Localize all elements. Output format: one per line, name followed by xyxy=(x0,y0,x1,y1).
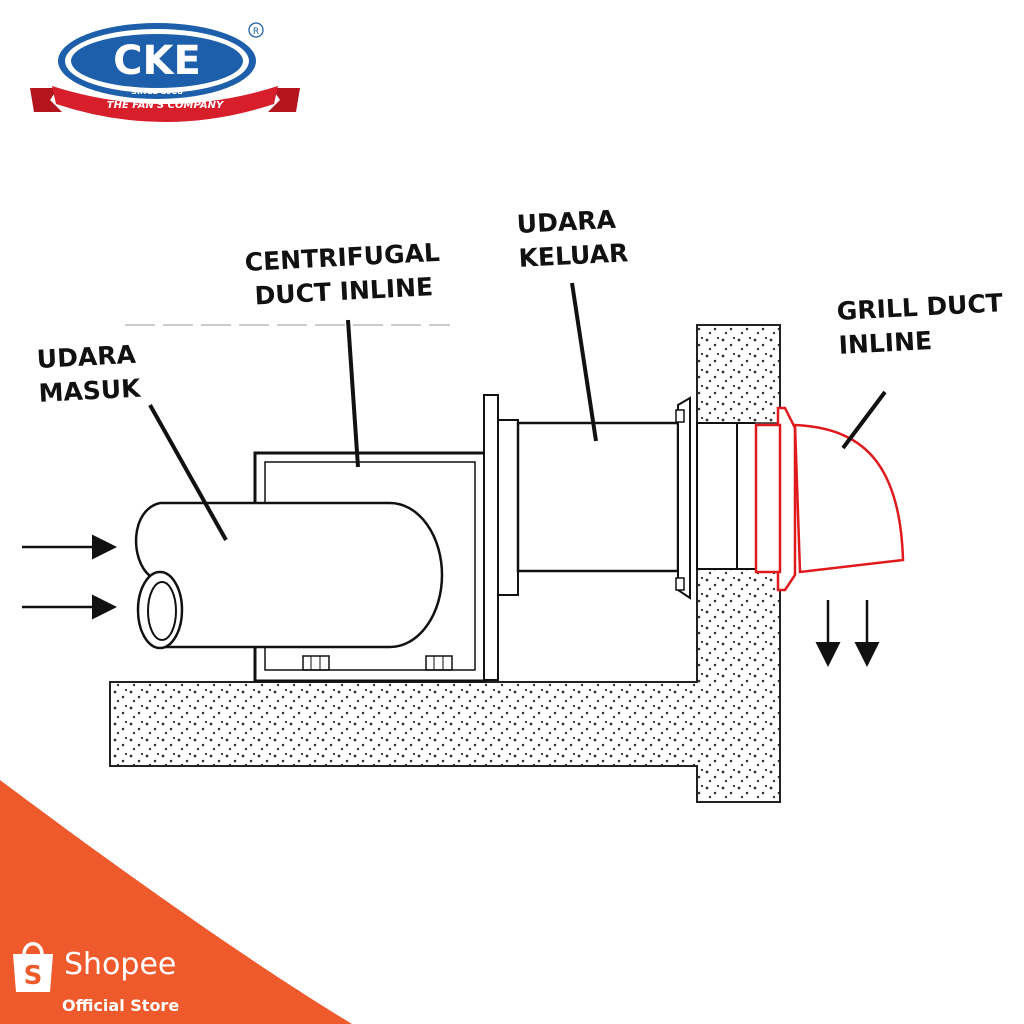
shopee-store-subtitle: Official Store xyxy=(62,996,180,1015)
label-udara-keluar-line2: KELUAR xyxy=(517,238,629,273)
outlet-duct xyxy=(516,396,755,600)
label-grill-duct-inline: GRILL DUCT INLINE xyxy=(836,286,1005,363)
label-udara-masuk-line2: MASUK xyxy=(37,373,142,408)
leader-grill xyxy=(841,390,887,450)
leader-outlet xyxy=(570,282,598,442)
label-udara-keluar: UDARA KELUAR xyxy=(516,202,629,276)
registered-mark: R xyxy=(253,27,259,37)
shopee-store-name: Shopee xyxy=(64,947,177,982)
svg-text:S: S xyxy=(24,961,43,991)
airflow-arrows xyxy=(22,534,880,667)
leader-intake xyxy=(148,404,228,541)
brand-tagline: THE FAN'S COMPANY xyxy=(107,100,225,111)
label-centrifugal-duct-inline: CENTRIFUGAL DUCT INLINE xyxy=(244,236,442,314)
brand-name: CKE xyxy=(113,38,201,84)
callout-leaders xyxy=(148,282,887,541)
shopping-bag-icon: S xyxy=(13,942,53,992)
intake-pipe xyxy=(134,501,444,650)
label-udara-masuk-line1: UDARA xyxy=(36,339,137,374)
label-udara-keluar-line1: UDARA xyxy=(516,204,617,239)
label-udara-masuk: UDARA MASUK xyxy=(36,338,141,411)
brand-since: SINCE 1988 xyxy=(131,87,183,96)
leader-fan xyxy=(346,319,360,468)
grill-duct-hood xyxy=(754,406,905,592)
cke-logo: CKE SINCE 1988 THE FAN'S COMPANY R xyxy=(30,22,300,122)
